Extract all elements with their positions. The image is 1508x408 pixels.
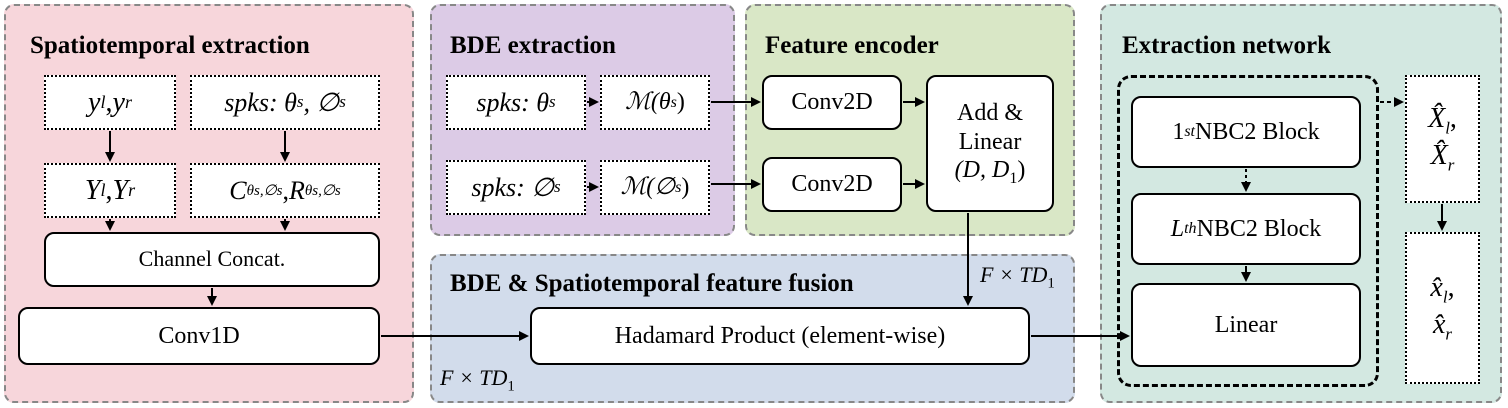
feature-fusion-title: BDE & Spatiotemporal feature fusion xyxy=(450,270,854,297)
extraction-network-title: Extraction network xyxy=(1122,32,1331,59)
feature-encoder-title: Feature encoder xyxy=(765,32,939,59)
speaker-elevation-box: spks: ∅s xyxy=(446,160,586,215)
channel-concat-box: Channel Concat. xyxy=(44,232,380,287)
conv2d-bottom-box: Conv2D xyxy=(762,157,902,212)
estimated-spectra-box: X̂l, X̂r xyxy=(1405,75,1480,203)
spatiotemporal-title: Spatiotemporal extraction xyxy=(30,32,310,59)
nbc2-stack-container xyxy=(1117,75,1379,387)
fusion-dim-top-label: F × TD1 xyxy=(980,262,1055,292)
fusion-dim-bottom-label: F × TD1 xyxy=(440,365,515,395)
hadamard-product-box: Hadamard Product (element-wise) xyxy=(530,307,1030,365)
conv1d-box: Conv1D xyxy=(18,307,380,365)
linear-box: Linear xyxy=(1131,283,1361,367)
bde-phi-box: ℳ(∅s) xyxy=(600,160,710,215)
bde-extraction-title: BDE extraction xyxy=(450,32,616,59)
conv2d-top-box: Conv2D xyxy=(762,75,902,130)
estimated-signals-box: x̂l, x̂r xyxy=(1405,232,1480,384)
add-linear-box: Add & Linear (D, D1) xyxy=(926,75,1054,212)
